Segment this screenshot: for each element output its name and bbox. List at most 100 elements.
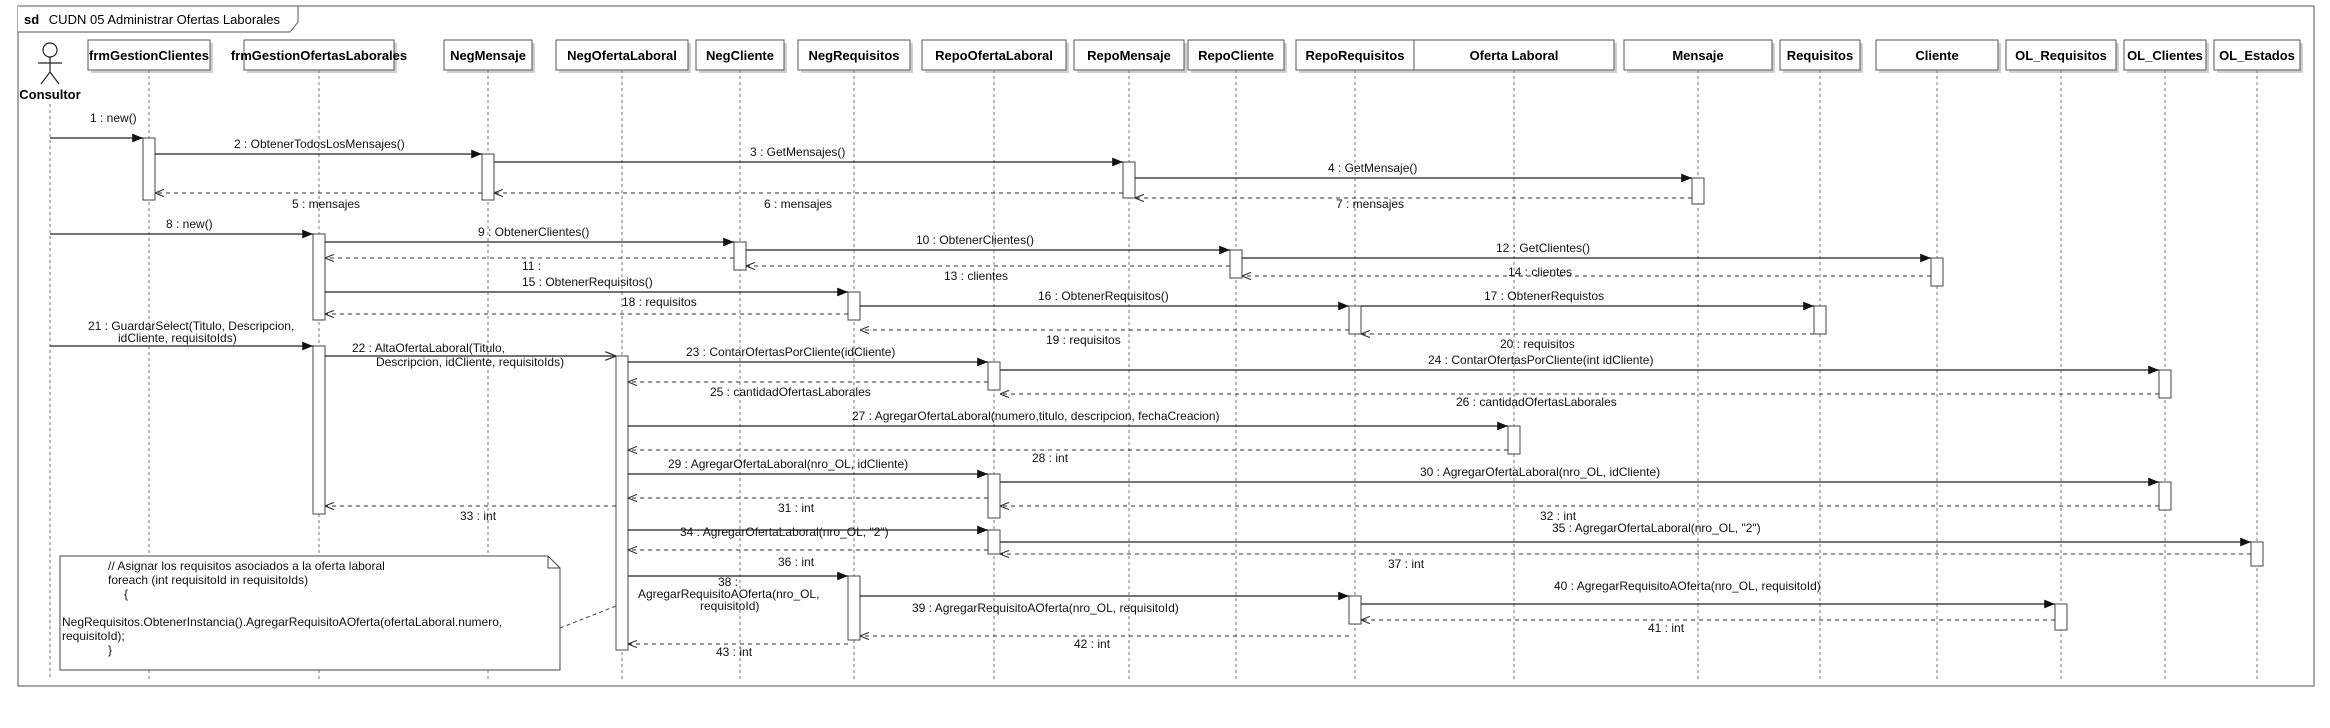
message: 4 : GetMensaje(): [1135, 161, 1692, 183]
message: 12 : GetClientes(): [1242, 241, 1931, 263]
message: 23 : ContarOfertasPorCliente(idCliente): [628, 345, 988, 367]
message-label: 10 : ObtenerClientes(): [916, 233, 1034, 247]
message: 36 : int: [628, 550, 988, 569]
message: 34 : AgregarOfertaLaboral(nro_OL, "2"): [628, 525, 988, 539]
message: 31 : int: [628, 498, 988, 515]
lifeline-oferta-laboral: Oferta Laboral: [1413, 39, 1617, 682]
lifeline-repomensaje: RepoMensaje: [1073, 39, 1187, 682]
message-label: 7 : mensajes: [1336, 197, 1404, 211]
activation-bar: [847, 575, 861, 641]
lifeline-requisitos: Requisitos: [1779, 39, 1863, 682]
message: 7 : mensajes: [1135, 197, 1692, 211]
message: 28 : int: [628, 450, 1508, 465]
activation-bar: [1348, 305, 1362, 335]
lifeline-label: Cliente: [1915, 48, 1958, 63]
activation-bar: [1507, 425, 1521, 455]
lifeline-mensaje: Mensaje: [1623, 39, 1775, 682]
message: 8 : new(): [50, 217, 313, 239]
message-label: 22 : AltaOfertaLaboral(Titulo,: [352, 341, 505, 355]
message-label: 40 : AgregarRequisitoAOferta(nro_OL, req…: [1554, 579, 1821, 593]
message-label: 16 : ObtenerRequisitos(): [1038, 289, 1169, 303]
message-label: 17 : ObtenerRequistos: [1484, 289, 1604, 303]
message-label: 23 : ContarOfertasPorCliente(idCliente): [686, 345, 895, 359]
activation-bar: [987, 529, 1001, 555]
message: 14 : clientes: [1242, 265, 1931, 279]
message-label: 2 : ObtenerTodosLosMensajes(): [234, 137, 405, 151]
message: 1 : new(): [50, 111, 143, 143]
message-label: idCliente, requisitoIds): [118, 331, 237, 345]
message-label: 9 : ObtenerClientes(): [478, 225, 589, 239]
lifeline-label: frmGestionClientes: [89, 48, 209, 63]
lifeline-box: [1187, 39, 1285, 71]
message: 40 : AgregarRequisitoAOferta(nro_OL, req…: [1361, 579, 2055, 609]
messages: 1 : new() 2 : ObtenerTodosLosMensajes() 3 …: [50, 111, 2251, 659]
message-label: 3 : GetMensajes(): [750, 145, 845, 159]
message-label: 26 : cantidadOfertasLaborales: [1456, 395, 1617, 409]
activation-bar: [615, 355, 629, 651]
message: 19 : requisitos: [860, 330, 1349, 347]
message-label: 24 : ContarOfertasPorCliente(int idClien…: [1428, 353, 1653, 367]
lifeline-label: Mensaje: [1672, 48, 1723, 63]
message-label: 4 : GetMensaje(): [1328, 161, 1417, 175]
message-label: 15 : ObtenerRequisitos(): [522, 275, 653, 289]
message: 3 : GetMensajes(): [494, 145, 1123, 167]
activation-bar: [733, 241, 747, 271]
message-label: 25 : cantidadOfertasLaborales: [710, 385, 871, 399]
message-label: Descripcion, idCliente, requisitoIds): [376, 355, 564, 369]
message-label: 30 : AgregarOfertaLaboral(nro_OL, idClie…: [1420, 465, 1660, 479]
actor-consultor: Consultor: [19, 42, 81, 680]
message: 16 : ObtenerRequisitos(): [860, 289, 1349, 311]
lifeline-ol-requisitos: OL_Requisitos: [2005, 39, 2119, 682]
lifeline-label: RepoOfertaLaboral: [935, 48, 1053, 63]
lifeline-label: OL_Requisitos: [2015, 48, 2107, 63]
message-label: 32 : int: [1540, 509, 1577, 523]
activation-bar: [2054, 603, 2068, 631]
message: 27 : AgregarOfertaLaboral(numero,titulo,…: [628, 409, 1508, 431]
activation-bar: [1122, 161, 1136, 199]
activation-bar: [481, 153, 495, 201]
message-label: 28 : int: [1032, 451, 1069, 465]
lifeline-cliente: Cliente: [1875, 39, 2001, 682]
message: 33 : int: [325, 506, 616, 523]
message-label: 13 : clientes: [944, 269, 1008, 283]
note-anchor: [559, 605, 617, 629]
message-label: 14 : clientes: [1508, 265, 1572, 279]
message: 11 :: [325, 258, 734, 273]
message: 41 : int: [1361, 620, 2055, 635]
note-line: // Asignar los requisitos asociados a la…: [108, 559, 385, 573]
message-label: 29 : AgregarOfertaLaboral(nro_OL, idClie…: [668, 457, 908, 471]
message-label: 43 : int: [716, 645, 753, 659]
message: 35 : AgregarOfertaLaboral(nro_OL, "2"): [1000, 521, 2251, 547]
message-label: 5 : mensajes: [292, 197, 360, 211]
lifeline-label: NegCliente: [706, 48, 774, 63]
lifeline-box: [1073, 39, 1185, 71]
message-label: AgregarRequisitoAOferta(nro_OL,: [638, 587, 819, 601]
activation-bar: [847, 291, 861, 321]
activation-bar: [1691, 177, 1705, 205]
message-label: 11 :: [522, 259, 541, 273]
message: 39 : AgregarRequisitoAOferta(nro_OL, req…: [860, 591, 1349, 615]
activation-bar: [312, 233, 326, 321]
lifeline-ol-estados: OL_Estados: [2213, 39, 2303, 682]
message-label: 36 : int: [778, 555, 815, 569]
activation-bar: [312, 345, 326, 515]
message-label: 27 : AgregarOfertaLaboral(numero,titulo,…: [852, 409, 1220, 423]
note-line: }: [108, 643, 112, 657]
message: 22 : AltaOfertaLaboral(Titulo,Descripcio…: [325, 341, 616, 369]
lifeline-repoofertalaboral: RepoOfertaLaboral: [921, 39, 1069, 682]
lifeline-box: [555, 39, 689, 71]
message: 43 : int: [628, 644, 848, 659]
message-label: 31 : int: [778, 501, 815, 515]
lifeline-label: RepoCliente: [1198, 48, 1274, 63]
message-label: 21 : GuardarSelect(Titulo, Descripcion,: [88, 319, 294, 333]
message-label: 37 : int: [1388, 557, 1425, 571]
frame: sd CUDN 05 Administrar Ofertas Laborales: [17, 5, 2315, 687]
lifeline-label: NegMensaje: [450, 48, 526, 63]
lifeline-box: [2123, 39, 2207, 71]
frame-name: CUDN 05 Administrar Ofertas Laborales: [49, 12, 281, 27]
activation-bar: [2250, 541, 2264, 567]
activation-bar: [2158, 369, 2172, 399]
activation-bar: [1813, 305, 1827, 335]
